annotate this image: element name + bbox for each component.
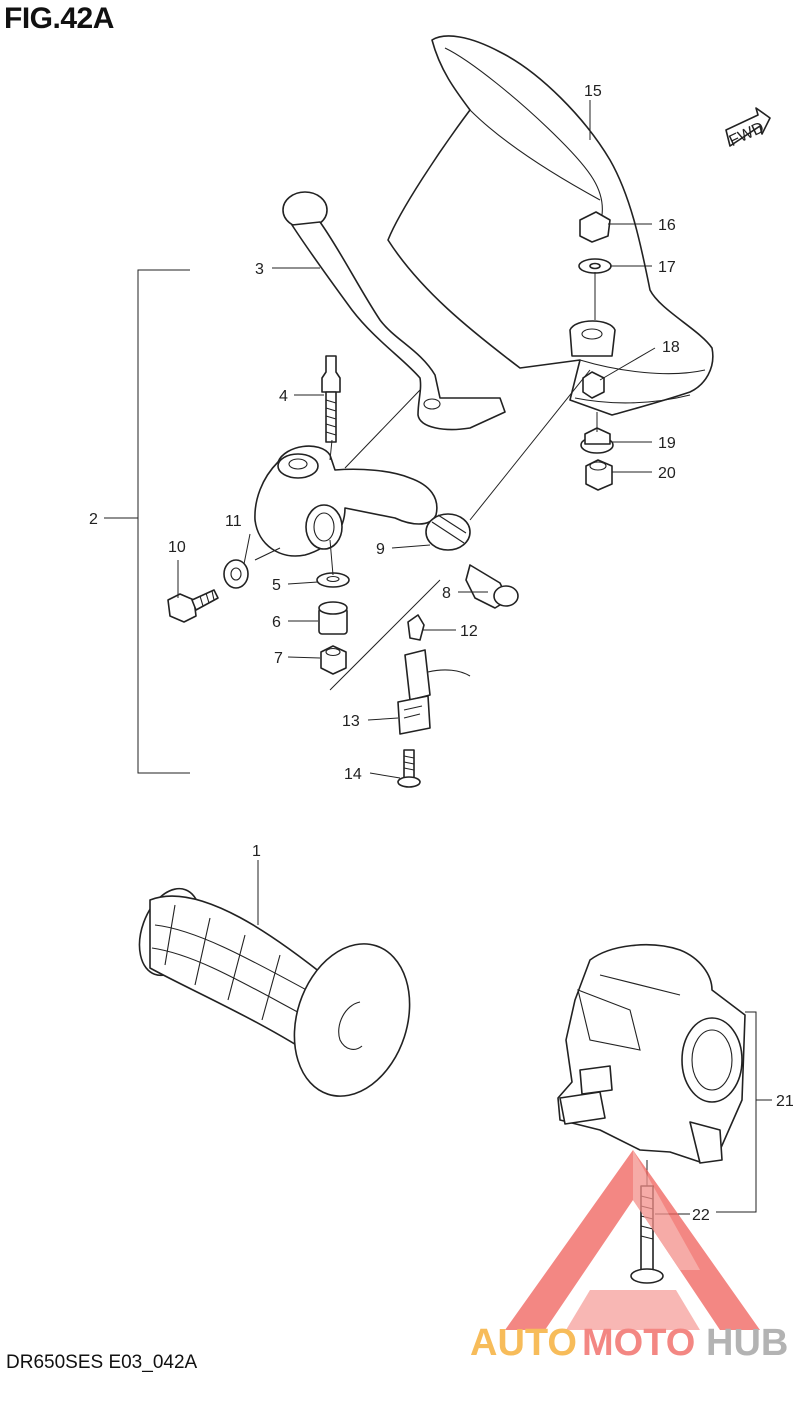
callout-18: 18 <box>662 339 680 356</box>
callout-numbers: 15 16 17 18 19 20 3 4 2 11 10 9 8 5 6 7 … <box>89 83 794 1224</box>
switch-13 <box>397 649 471 735</box>
figure-code: DR650SES E03_042A <box>6 1352 198 1373</box>
clip-12 <box>407 614 425 641</box>
pivot-bolt-4 <box>321 355 341 443</box>
callout-15: 15 <box>584 83 602 100</box>
nut-19 <box>580 427 614 454</box>
watermark-moto: MOTO <box>582 1322 695 1364</box>
collar-6 <box>318 601 348 635</box>
washer-5-hole <box>326 575 340 583</box>
callout-8: 8 <box>442 585 451 602</box>
fwd-arrow-icon: FWD <box>725 107 771 150</box>
washer-17-hole <box>589 262 601 270</box>
callout-12: 12 <box>460 623 478 640</box>
watermark-logo: AUTO MOTO HUB <box>470 1150 788 1364</box>
group-bracket-2 <box>104 269 190 774</box>
figure-title: FIG.42A <box>4 2 114 35</box>
watermark-hub: HUB <box>706 1322 788 1364</box>
washer-11 <box>223 559 249 589</box>
hand-guard <box>387 35 714 416</box>
callout-2: 2 <box>89 511 98 528</box>
nut-7 <box>320 645 347 675</box>
callout-20: 20 <box>658 465 676 482</box>
callout-5: 5 <box>272 577 281 594</box>
watermark-auto: AUTO <box>470 1322 577 1364</box>
lever-holder <box>254 445 438 561</box>
washer-5 <box>316 572 350 588</box>
callout-4: 4 <box>279 388 288 405</box>
callout-21: 21 <box>776 1093 794 1110</box>
callout-6: 6 <box>272 614 281 631</box>
callout-22: 22 <box>692 1207 710 1224</box>
cap-nut-16 <box>579 211 611 243</box>
callout-13: 13 <box>342 713 360 730</box>
callout-9: 9 <box>376 541 385 558</box>
group-bracket-21 <box>716 1011 772 1213</box>
bolt-10 <box>167 589 219 623</box>
callout-10: 10 <box>168 539 186 556</box>
adjuster-9 <box>425 513 471 551</box>
callout-16: 16 <box>658 217 676 234</box>
callout-19: 19 <box>658 435 676 452</box>
clutch-lever <box>282 191 506 431</box>
callout-14: 14 <box>344 766 362 783</box>
callout-17: 17 <box>658 259 676 276</box>
bracket-plate-18 <box>569 320 616 399</box>
callout-3: 3 <box>255 261 264 278</box>
handlebar-switch <box>557 944 746 1164</box>
leader-lines <box>177 100 690 1215</box>
callout-7: 7 <box>274 650 283 667</box>
nut-20 <box>585 459 613 491</box>
callout-1: 1 <box>252 843 261 860</box>
screw-14 <box>397 749 421 788</box>
adjuster-bolt-8 <box>465 564 519 609</box>
handlebar-grip <box>138 887 411 1097</box>
callout-11: 11 <box>225 513 242 530</box>
